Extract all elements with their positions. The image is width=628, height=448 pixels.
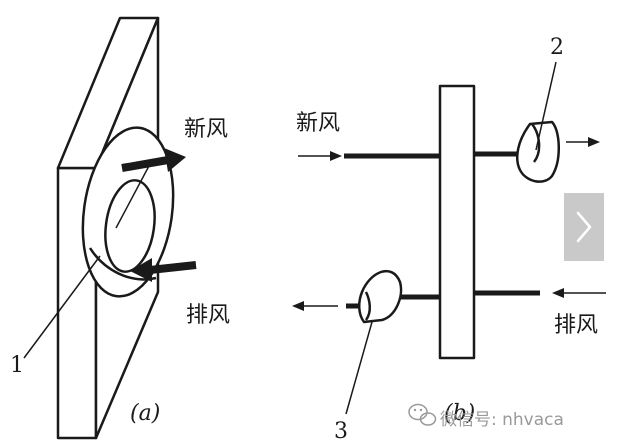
diagram-a-fresh-air-label: 新风 — [184, 117, 228, 142]
diagram-b — [292, 61, 606, 415]
exchanger-block — [438, 84, 476, 360]
diagram-b-caption: (b) — [444, 401, 475, 426]
fan-3-outlet — [364, 291, 371, 321]
fresh-air-arrowhead — [164, 148, 186, 172]
exhaust-arrowhead — [130, 258, 152, 282]
diagram-a-exhaust-label: 排风 — [186, 303, 230, 328]
next-slide-button[interactable] — [564, 193, 604, 261]
part-label-3: 3 — [334, 419, 348, 444]
chevron-right-icon — [576, 211, 592, 243]
fan-3-housing — [358, 270, 403, 324]
wechat-icon — [408, 403, 437, 426]
fresh-air-arrow-shaft — [121, 156, 169, 172]
leader-line-3 — [345, 321, 373, 415]
diagram-a — [23, 16, 197, 440]
diagram-b-fresh-air-label: 新风 — [296, 111, 340, 136]
fresh-air-in-arrowhead — [330, 151, 342, 161]
supply-out-arrowhead — [588, 137, 600, 147]
wheel-outer-rim — [81, 126, 175, 298]
leader-line-1 — [23, 255, 101, 359]
exhaust-out-arrowhead — [292, 301, 304, 311]
diagram-b-exhaust-label: 排风 — [554, 313, 598, 338]
part-label-1: 1 — [10, 353, 24, 378]
fan-2-outlet — [530, 123, 541, 163]
exhaust-arrow-shaft — [149, 261, 197, 274]
watermark-text: 微信号: nhvaca — [440, 410, 564, 430]
wheel-diagonal — [115, 163, 151, 229]
wheel-hub — [104, 179, 156, 273]
leader-line-2 — [535, 61, 557, 151]
diagram-a-caption: (a) — [130, 401, 160, 426]
part-label-2: 2 — [550, 35, 564, 60]
exhaust-in-arrowhead — [552, 288, 564, 298]
